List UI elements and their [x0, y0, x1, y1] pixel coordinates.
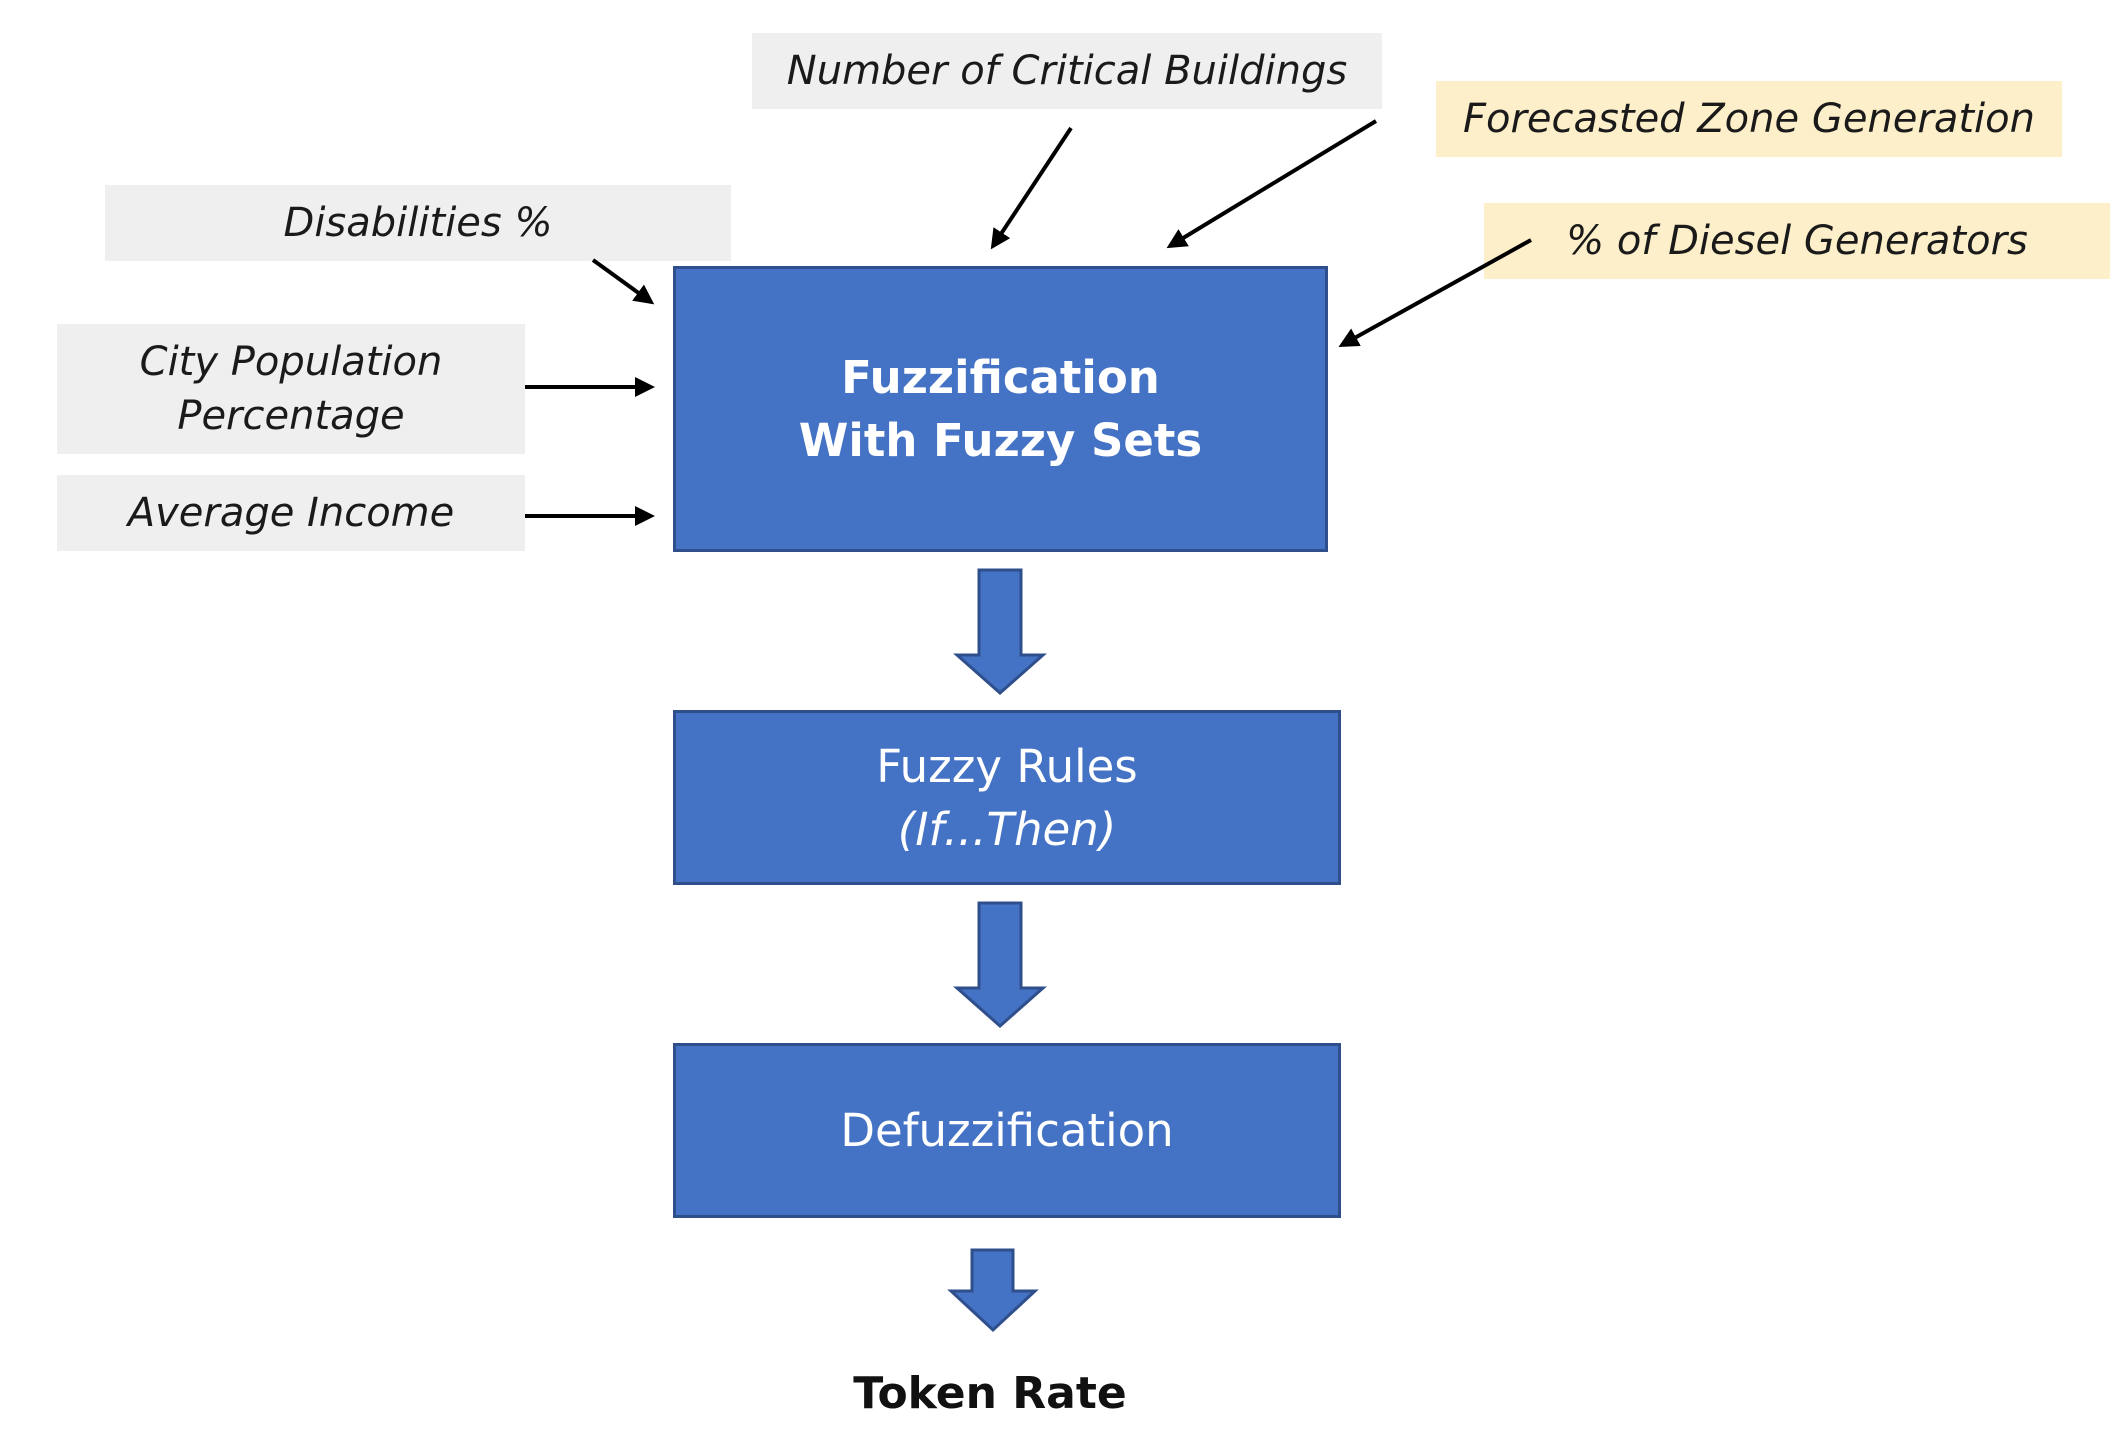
fuzzification-block: Fuzzification With Fuzzy Sets — [673, 266, 1328, 552]
flow-arrow-fuzzification-to-rules — [953, 568, 1047, 696]
defuzzification-title: Defuzzification — [840, 1104, 1174, 1157]
fuzzification-subtitle: With Fuzzy Sets — [798, 414, 1203, 467]
input-diesel-generators: % of Diesel Generators — [1484, 203, 2110, 279]
input-diesel-generators-text: % of Diesel Generators — [1566, 218, 2028, 264]
input-average-income: Average Income — [57, 475, 525, 551]
input-critical-buildings-text: Number of Critical Buildings — [786, 48, 1348, 94]
arrow-diesel-generators — [1338, 238, 1532, 347]
output-token-rate-text: Token Rate — [853, 1368, 1127, 1419]
input-zone-generation: Forecasted Zone Generation — [1436, 81, 2062, 157]
input-disabilities: Disabilities % — [105, 185, 731, 261]
input-disabilities-text: Disabilities % — [283, 200, 553, 246]
flow-arrow-rules-to-defuzzification — [953, 901, 1047, 1029]
arrow-critical-buildings — [990, 126, 1073, 250]
fuzzy-rules-block: Fuzzy Rules (If...Then) — [673, 710, 1341, 885]
arrow-disabilities — [591, 258, 655, 305]
input-city-population: City Population Percentage — [57, 324, 525, 454]
defuzzification-block: Defuzzification — [673, 1043, 1341, 1218]
input-critical-buildings: Number of Critical Buildings — [752, 33, 1382, 109]
fuzzy-rules-title: Fuzzy Rules — [876, 739, 1138, 793]
input-zone-generation-text: Forecasted Zone Generation — [1463, 96, 2035, 142]
arrow-zone-generation — [1166, 119, 1378, 249]
fuzzification-title: Fuzzification — [841, 351, 1160, 404]
input-city-population-line1: City Population — [139, 339, 443, 385]
input-city-population-line2: Percentage — [177, 393, 405, 439]
fuzzy-rules-subtitle: (If...Then) — [897, 802, 1117, 856]
output-token-rate: Token Rate — [790, 1368, 1190, 1419]
flow-arrow-defuzzification-to-output — [947, 1248, 1039, 1333]
input-average-income-text: Average Income — [127, 490, 455, 536]
